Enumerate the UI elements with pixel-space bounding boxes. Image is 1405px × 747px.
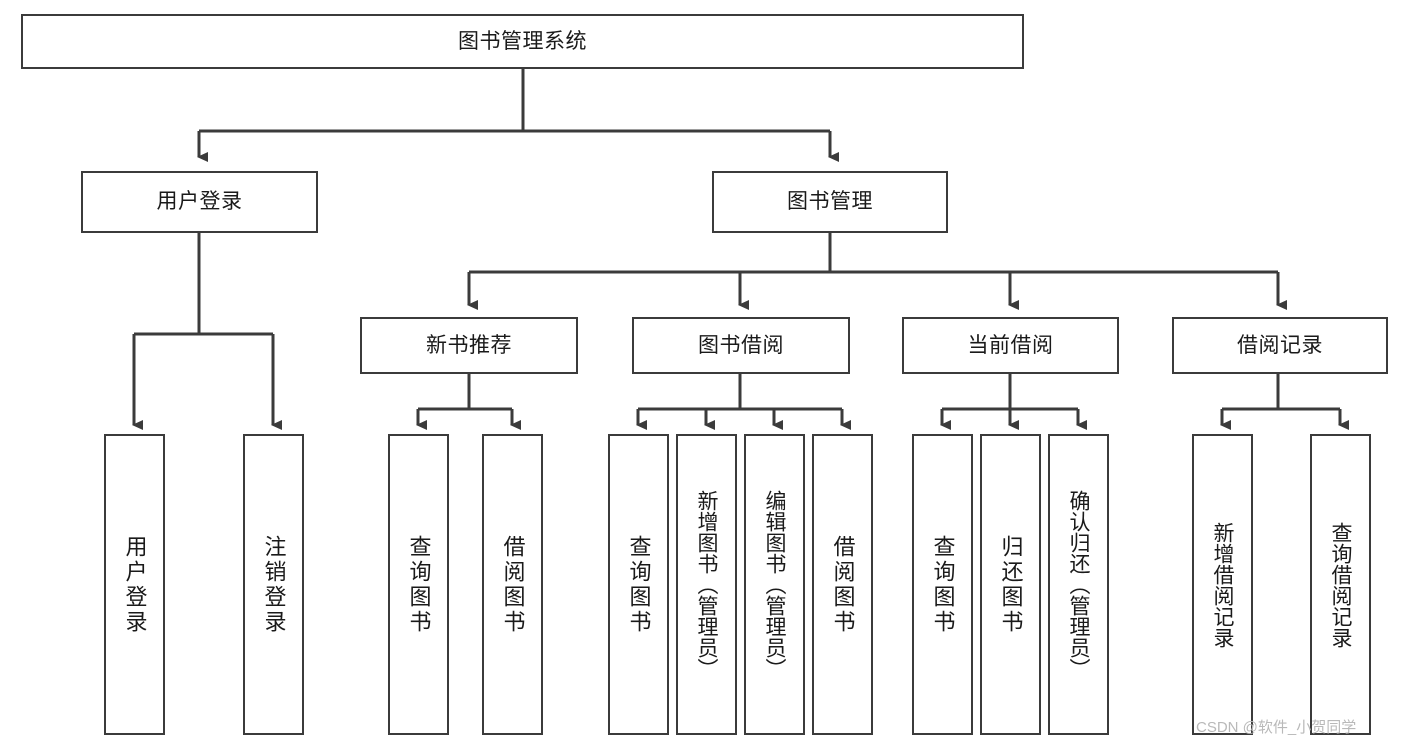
node-new-book-recommend[interactable]: 新书推荐 xyxy=(360,317,578,374)
leaf-logout-login[interactable]: 注销登录 xyxy=(243,434,304,735)
node-borrow-record[interactable]: 借阅记录 xyxy=(1172,317,1388,374)
leaf-borrow-book-2-label: 借阅图书 xyxy=(830,534,856,635)
leaf-user-login-label: 用户登录 xyxy=(122,534,148,635)
leaf-add-record-label: 新增借阅记录 xyxy=(1211,521,1234,648)
leaf-edit-book-label: 编辑图书（管理员） xyxy=(763,490,786,679)
node-book-borrow-label: 图书借阅 xyxy=(698,333,784,357)
leaf-user-login[interactable]: 用户登录 xyxy=(104,434,165,735)
node-root[interactable]: 图书管理系统 xyxy=(21,14,1024,69)
leaf-query-record-label: 查询借阅记录 xyxy=(1329,521,1352,648)
node-current-borrow[interactable]: 当前借阅 xyxy=(902,317,1119,374)
leaf-confirm-return-label: 确认归还（管理员） xyxy=(1067,490,1090,679)
leaf-logout-login-label: 注销登录 xyxy=(261,534,287,635)
leaf-query-book-1[interactable]: 查询图书 xyxy=(388,434,449,735)
node-new-book-recommend-label: 新书推荐 xyxy=(426,333,512,357)
leaf-borrow-book-1[interactable]: 借阅图书 xyxy=(482,434,543,735)
leaf-edit-book[interactable]: 编辑图书（管理员） xyxy=(744,434,805,735)
node-book-borrow[interactable]: 图书借阅 xyxy=(632,317,850,374)
leaf-query-book-2[interactable]: 查询图书 xyxy=(608,434,669,735)
leaf-query-book-2-label: 查询图书 xyxy=(626,534,652,635)
leaf-query-book-3-label: 查询图书 xyxy=(930,534,956,635)
leaf-add-book[interactable]: 新增图书（管理员） xyxy=(676,434,737,735)
leaf-borrow-book-2[interactable]: 借阅图书 xyxy=(812,434,873,735)
node-root-label: 图书管理系统 xyxy=(458,29,587,53)
node-book-management[interactable]: 图书管理 xyxy=(712,171,948,233)
leaf-query-record[interactable]: 查询借阅记录 xyxy=(1310,434,1371,735)
node-current-borrow-label: 当前借阅 xyxy=(967,333,1054,357)
leaf-add-record[interactable]: 新增借阅记录 xyxy=(1192,434,1253,735)
node-borrow-record-label: 借阅记录 xyxy=(1237,333,1323,357)
node-user-login[interactable]: 用户登录 xyxy=(81,171,318,233)
leaf-query-book-3[interactable]: 查询图书 xyxy=(912,434,973,735)
leaf-add-book-label: 新增图书（管理员） xyxy=(695,490,718,679)
csdn-watermark: CSDN @软件_小贺同学 xyxy=(1196,719,1357,736)
node-user-login-label: 用户登录 xyxy=(156,190,243,214)
node-book-management-label: 图书管理 xyxy=(787,190,873,214)
leaf-query-book-1-label: 查询图书 xyxy=(406,534,432,635)
leaf-confirm-return[interactable]: 确认归还（管理员） xyxy=(1048,434,1109,735)
leaf-borrow-book-1-label: 借阅图书 xyxy=(500,534,526,635)
leaf-return-book-label: 归还图书 xyxy=(998,534,1024,635)
leaf-return-book[interactable]: 归还图书 xyxy=(980,434,1041,735)
